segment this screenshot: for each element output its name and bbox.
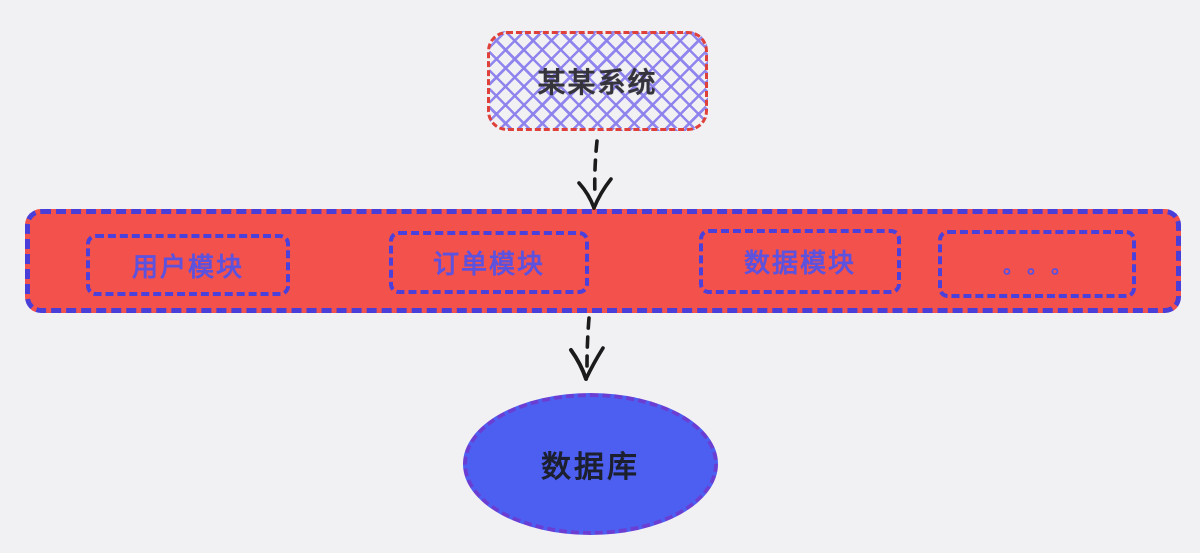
module-node-users: 用户模块 — [86, 234, 290, 296]
module-label: 订单模块 — [432, 249, 545, 279]
module-label: 用户模块 — [131, 251, 244, 282]
arrow-modules-to-database-icon — [569, 316, 605, 381]
module-label: 数据模块 — [743, 248, 856, 278]
module-node-orders: 订单模块 — [389, 231, 589, 294]
module-node-data: 数据模块 — [699, 229, 901, 294]
modules-container: 用户模块 订单模块 数据模块 。。。 — [25, 209, 1181, 313]
module-node-more: 。。。 — [938, 230, 1136, 298]
arrow-system-to-modules-icon — [577, 139, 613, 210]
system-node-label: 某某系统 — [537, 67, 658, 98]
ellipsis-dots-label: 。。。 — [1003, 255, 1085, 278]
database-node-label: 数据库 — [541, 451, 640, 484]
system-node: 某某系统 — [487, 31, 708, 131]
database-node: 数据库 — [463, 393, 718, 535]
